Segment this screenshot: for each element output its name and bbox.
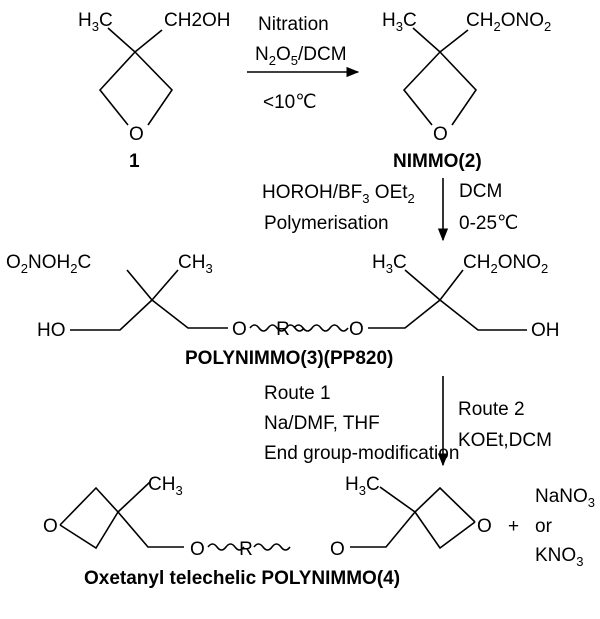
compound-4-left-ring-oxygen: O [43,516,58,537]
compound-2-nimmo: H3C CH2ONO2 O NIMMO(2) [382,10,551,172]
step-1-conditions: Nitration N2O5/DCM <10℃ [255,14,347,113]
byproduct-or: or [535,516,553,537]
compound-4-oxetanyl-polynimmo: O CH3 H3C O O R O Oxetanyl telechelic PO… [43,474,492,589]
compound-4-left-methyl: CH3 [148,474,183,498]
byproduct-sodium-nitrate: NaNO3 [535,486,595,510]
compound-3-right-methyl: H3C [372,252,407,276]
step-3-route-1: Route 1 [264,383,331,404]
compound-1-methyl: H3C [78,10,113,34]
step-1-nitration: Nitration [258,14,329,35]
compound-4-right-methyl: H3C [345,474,380,498]
compound-2-methyl: H3C [382,10,417,34]
compound-4-chain-left [207,543,245,551]
compound-1: H3C CH2OH O 1 [78,10,231,172]
compound-3-left-hydroxyl: HO [37,320,66,341]
compound-4-ether-oxygen-right: O [330,539,345,560]
compound-2-bonds [402,27,478,126]
compound-3-right-nitratomethyl: CH2ONO2 [463,252,548,276]
compound-2-ring-oxygen: O [433,124,448,145]
compound-3-label: POLYNIMMO(3)(PP820) [185,348,393,369]
step-2-conditions: HOROH/BF3 OEt2 Polymerisation DCM 0-25℃ [262,181,518,234]
compound-4-r-group: R [239,539,253,560]
compound-1-number: 1 [129,151,140,172]
compound-3-right-hydroxyl: OH [531,320,560,341]
compound-2-nitratomethyl: CH2ONO2 [466,10,551,34]
step-3-route-1-reagents: Na/DMF, THF [264,413,380,434]
compound-3-left-methyl: CH3 [178,252,213,276]
compound-4-label: Oxetanyl telechelic POLYNIMMO(4) [84,568,400,589]
step-2-solvent: DCM [459,181,502,202]
compound-3-left-nitratomethyl: O2NOH2C [6,252,91,276]
step-3-route-2: Route 2 [458,399,525,420]
compound-4-chain-right [253,543,291,551]
compound-2-label: NIMMO(2) [393,151,482,172]
step-3-route-1-description: End group-modification [264,443,459,464]
compound-1-bonds [98,27,174,126]
step-2-initiator: HOROH/BF3 OEt2 [262,182,415,206]
compound-3-bonds [70,269,527,331]
compound-3-r-group: R [276,319,290,340]
compound-3-ether-oxygen-left: O [232,319,247,340]
step-2-polymerisation: Polymerisation [264,213,389,234]
compound-4-bonds [59,481,476,550]
compound-3-ether-oxygen-right: O [349,319,364,340]
compound-1-hydroxymethyl: CH2OH [164,10,231,31]
compound-4-ether-oxygen-left: O [190,539,205,560]
compound-3-polynimmo: O2NOH2C CH3 H3C CH2ONO2 HO OH O R O POLY… [6,252,560,369]
byproducts: + NaNO3 or KNO3 [508,486,595,569]
compound-1-ring-oxygen: O [129,124,144,145]
step-3-conditions: Route 1 Na/DMF, THF End group-modificati… [264,383,552,464]
step-1-reagent: N2O5/DCM [255,44,347,68]
compound-4-right-ring-oxygen: O [477,516,492,537]
plus-sign: + [508,516,519,537]
compound-3-chain-right [293,324,349,332]
step-2-temperature: 0-25℃ [459,213,518,234]
step-3-route-2-reagents: KOEt,DCM [458,430,552,451]
step-1-temperature: <10℃ [263,92,317,113]
byproduct-potassium-nitrate: KNO3 [535,545,583,569]
